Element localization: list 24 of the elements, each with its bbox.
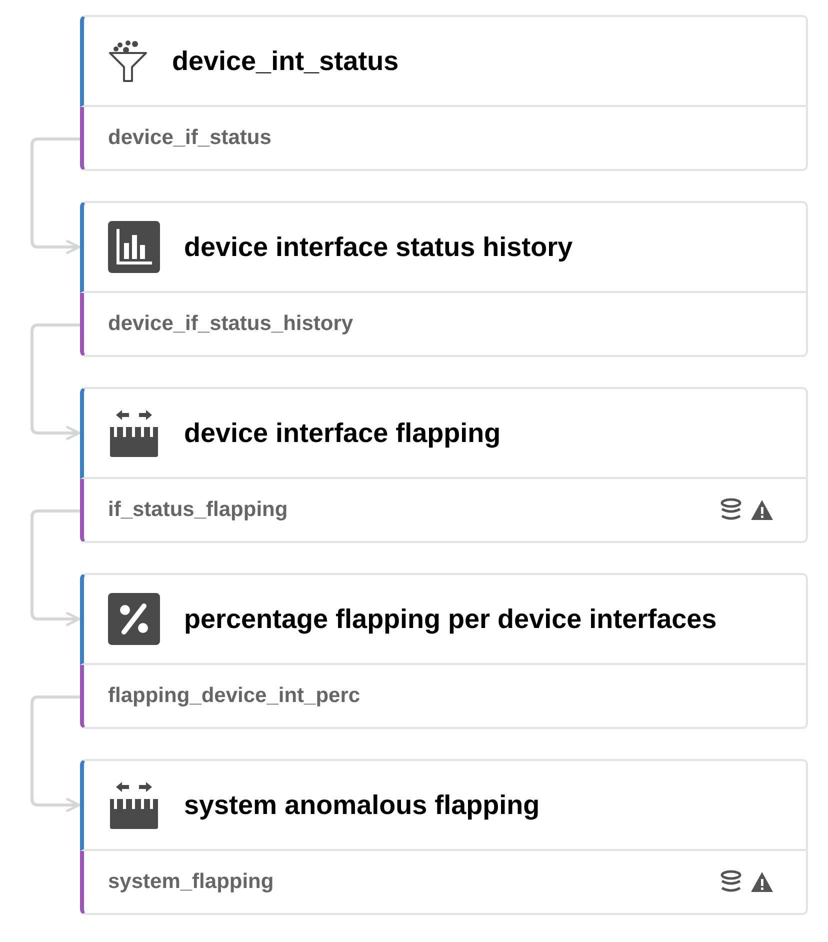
step-header: [80, 15, 808, 107]
output-row: [80, 479, 808, 543]
output-row: [80, 665, 808, 729]
output-name: if_status_flapping: [108, 497, 288, 524]
output-row: [80, 107, 808, 171]
step-header: [80, 201, 808, 293]
step-title: device interface flapping: [184, 416, 501, 450]
step-header: [80, 759, 808, 851]
step-title: device interface status history: [184, 230, 573, 264]
connector-arrow: [30, 696, 80, 812]
connector-arrow: [30, 138, 80, 254]
output-name: flapping_device_int_perc: [108, 683, 360, 710]
step-title: system anomalous flapping: [184, 788, 540, 822]
connector-arrow: [30, 324, 80, 440]
output-name: device_if_status: [108, 125, 272, 152]
output-row: [80, 293, 808, 357]
output-row: [80, 851, 808, 915]
step-title: device_int_status: [172, 44, 399, 78]
step-header: [80, 573, 808, 665]
step-title: percentage flapping per device interfaces: [184, 602, 717, 636]
connector-arrow: [30, 510, 80, 626]
output-name: system_flapping: [108, 869, 274, 896]
output-name: device_if_status_history: [108, 311, 354, 338]
step-header: [80, 387, 808, 479]
